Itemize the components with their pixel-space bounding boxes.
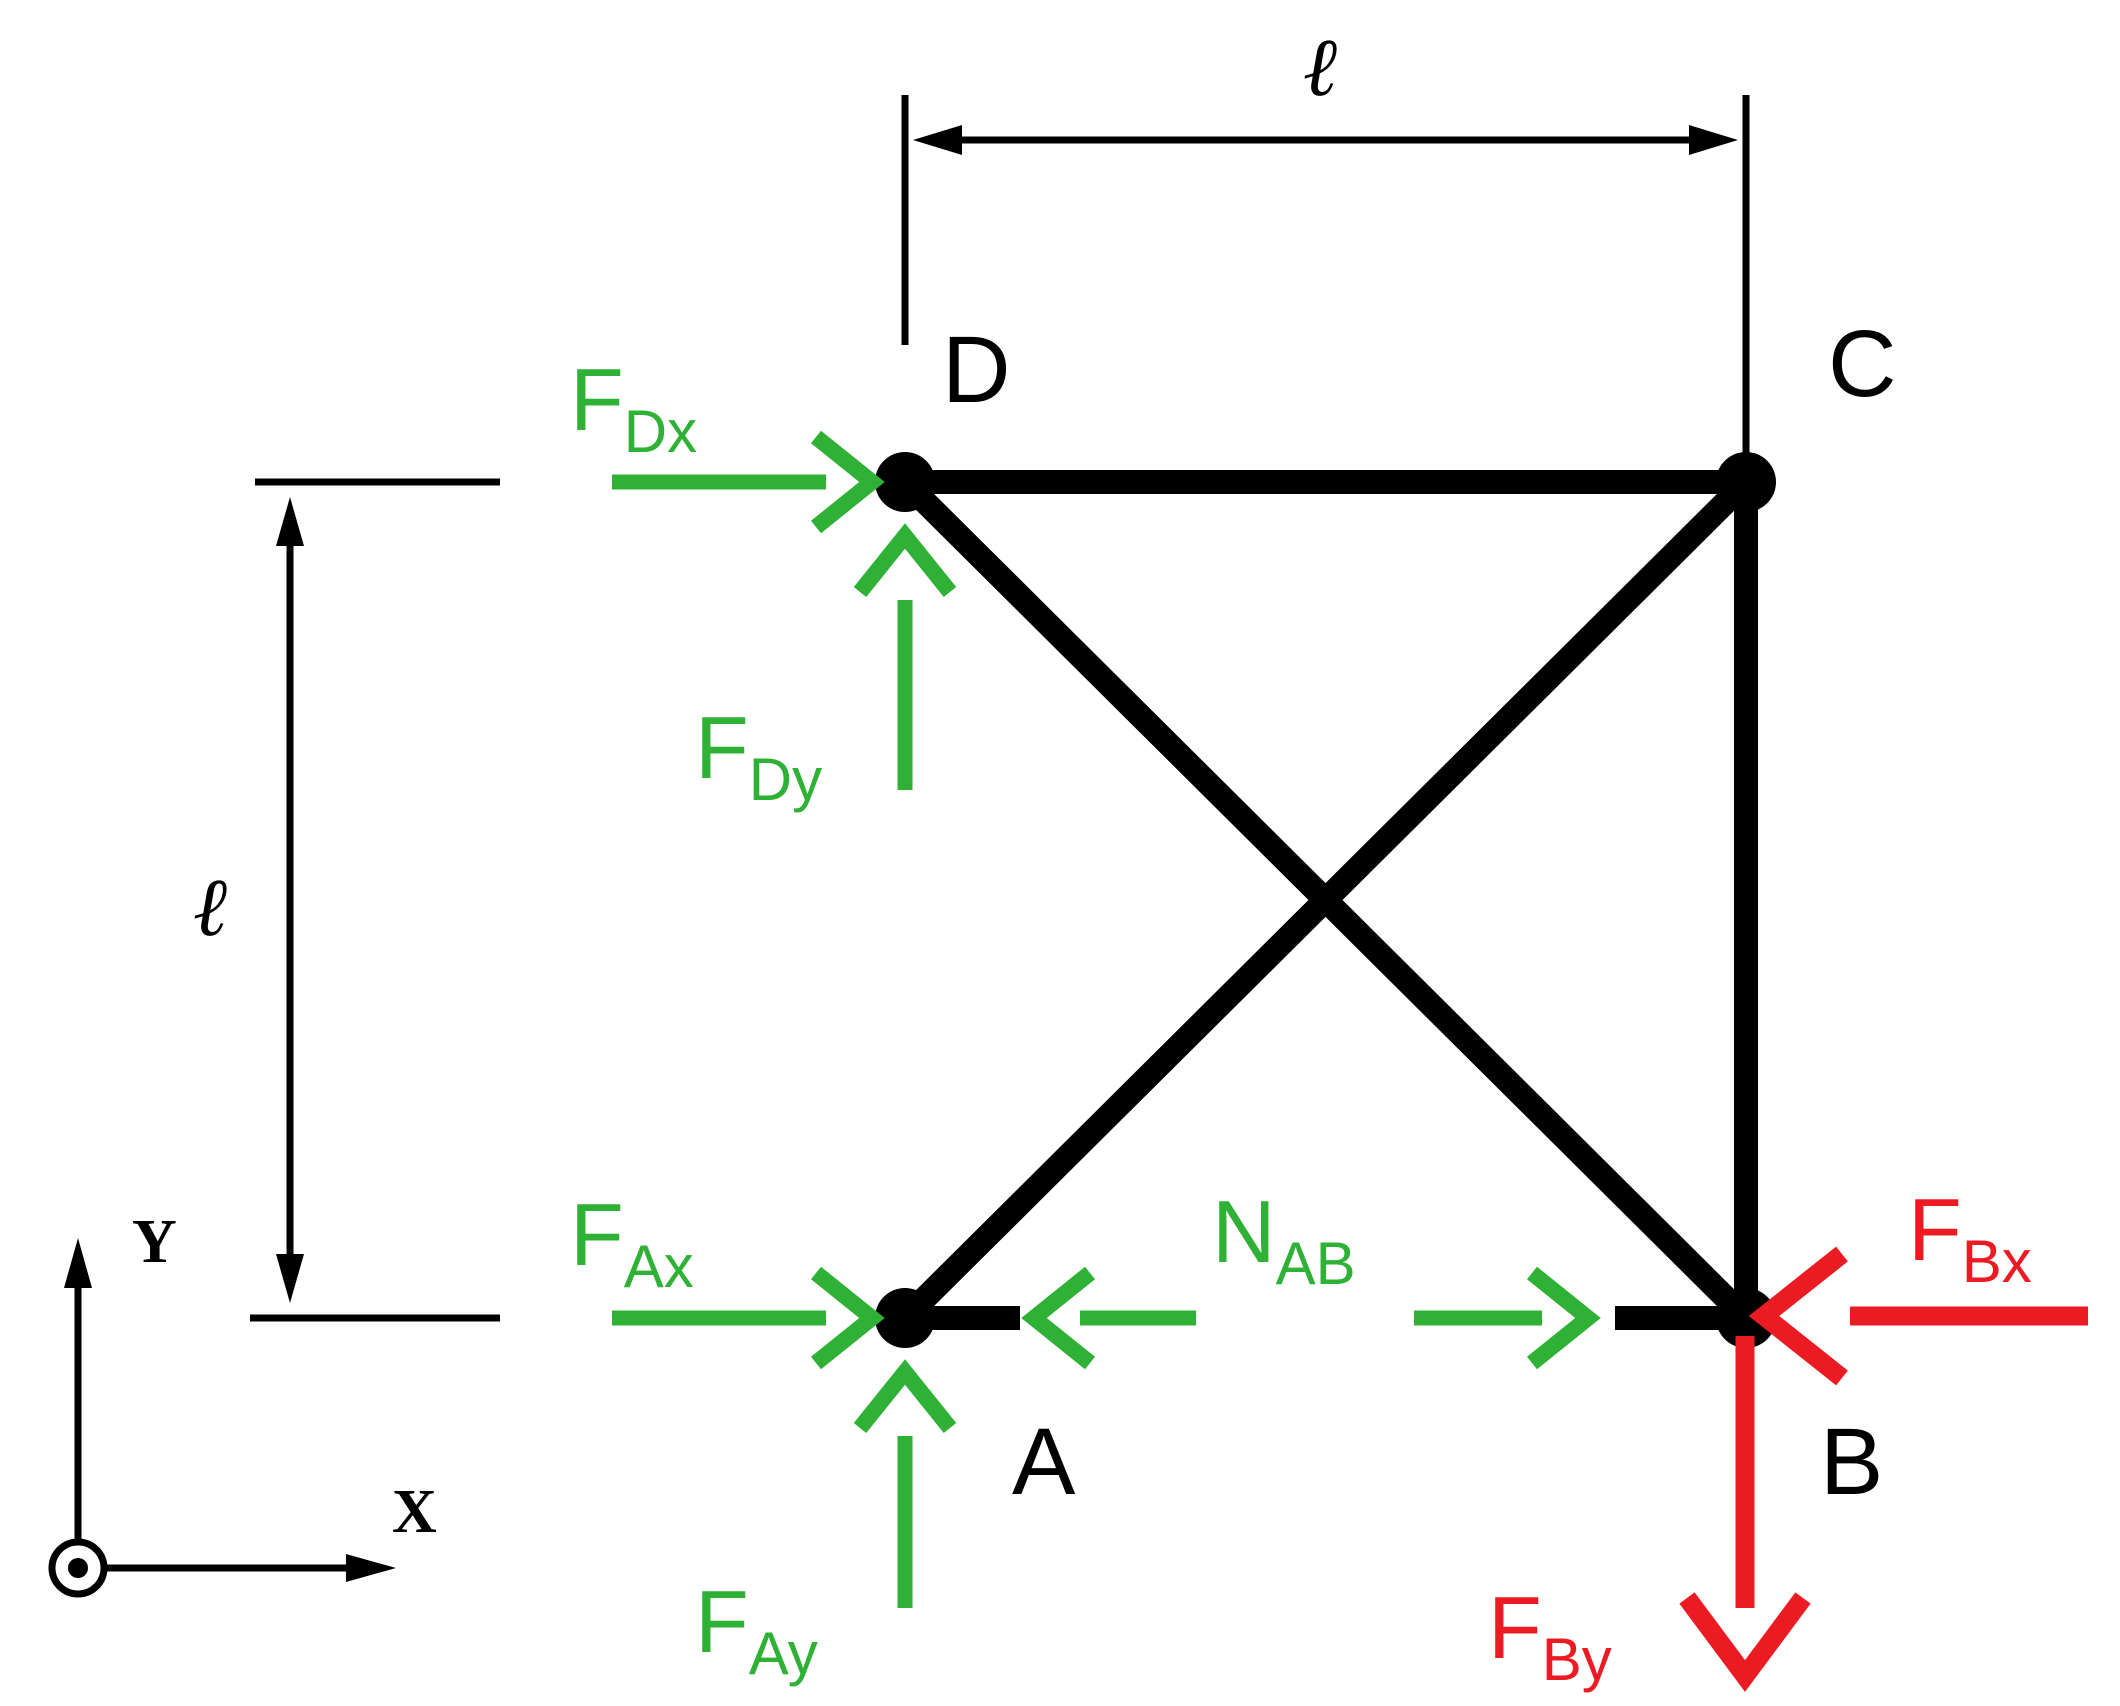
force-FBy: FBy xyxy=(1488,1336,1811,1693)
force-FBx-label: FBx xyxy=(1908,1180,2032,1295)
node-label-D: D xyxy=(942,317,1011,423)
force-FDx: FDx xyxy=(570,350,885,534)
force-FDy-label: FDy xyxy=(695,698,822,813)
dimension-arrowhead-left xyxy=(913,125,962,155)
node-label-A: A xyxy=(1012,1409,1076,1515)
x-axis-arrowhead xyxy=(346,1554,396,1582)
dimension-top: ℓ xyxy=(901,20,1750,462)
dimension-arrowhead-up xyxy=(276,497,304,546)
force-FBy-label: FBy xyxy=(1488,1578,1612,1693)
force-FBx: FBx xyxy=(1748,1180,2088,1386)
dimension-arrowhead-down xyxy=(276,1254,304,1303)
dimension-arrowhead-right xyxy=(1689,125,1738,155)
y-axis-label: Y xyxy=(132,1208,177,1276)
dimension-left: ℓ xyxy=(193,478,500,1322)
x-axis-label: X xyxy=(392,1478,437,1546)
truss-structure xyxy=(875,452,1776,1348)
force-FAy-label: FAy xyxy=(695,1572,818,1687)
node-B xyxy=(1716,1288,1776,1348)
force-FDy-arrowhead xyxy=(853,523,957,598)
node-A xyxy=(875,1288,935,1348)
force-FAx: FAx xyxy=(570,1185,885,1370)
force-FBx-arrowhead xyxy=(1748,1246,1848,1386)
force-FAx-arrowhead xyxy=(810,1266,885,1370)
force-FAy-arrowhead xyxy=(853,1359,957,1434)
y-axis-arrowhead xyxy=(64,1238,92,1288)
force-FDx-arrowhead xyxy=(810,430,885,534)
coordinate-axes: Y X xyxy=(48,1208,437,1598)
force-NAB-label: NAB xyxy=(1212,1182,1356,1297)
origin-dot xyxy=(68,1558,88,1578)
force-FDy: FDy xyxy=(695,523,957,813)
force-FAy: FAy xyxy=(695,1359,957,1687)
dimension-left-label: ℓ xyxy=(193,860,227,955)
force-NAB: NAB xyxy=(1021,1182,1601,1370)
force-NAB-left-arrowhead xyxy=(1021,1266,1096,1370)
force-FAx-label: FAx xyxy=(570,1185,694,1300)
node-label-B: B xyxy=(1820,1409,1883,1515)
member-AC-diagonal xyxy=(896,473,1755,1327)
dimension-top-label: ℓ xyxy=(1303,20,1337,115)
force-FDx-label: FDx xyxy=(570,350,697,465)
node-label-C: C xyxy=(1828,311,1897,417)
force-FBy-arrowhead xyxy=(1679,1592,1811,1692)
node-D xyxy=(875,452,935,512)
node-C xyxy=(1716,452,1776,512)
force-NAB-right-arrowhead xyxy=(1526,1266,1601,1370)
